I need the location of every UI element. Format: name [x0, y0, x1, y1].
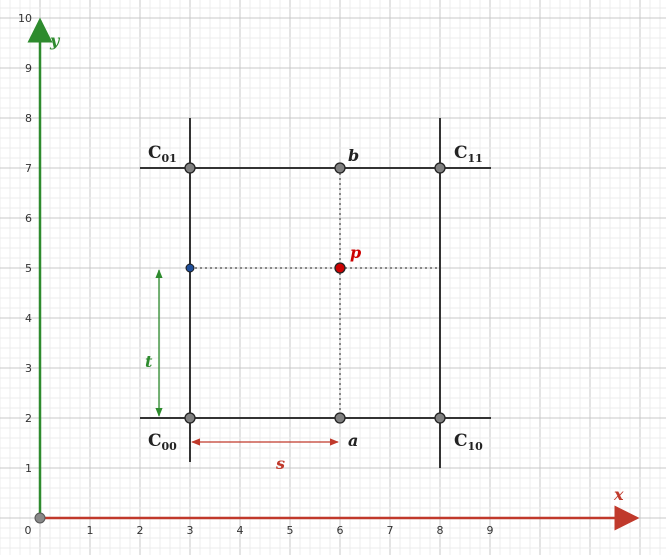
grid-lines-structure	[140, 118, 491, 468]
x-tick-label: 8	[437, 524, 444, 537]
interp-point-a	[334, 412, 346, 424]
x-axis-label: x	[613, 485, 624, 504]
x-tick-label: 4	[237, 524, 244, 537]
x-tick-label: 2	[137, 524, 144, 537]
x-tick-label: 0	[25, 524, 32, 537]
y-tick-label: 9	[25, 62, 32, 75]
y-tick-label: 5	[25, 262, 32, 275]
interp-point-b	[334, 162, 346, 174]
point-left	[185, 263, 195, 273]
point-p	[334, 262, 346, 274]
interp-label-b: b	[348, 146, 359, 165]
origin-point	[34, 512, 46, 524]
y-tick-label: 3	[25, 362, 32, 375]
labels: C00 C10 C01 C11 a b p	[148, 143, 483, 453]
y-tick-label: 2	[25, 412, 32, 425]
corner-label-c00: C00	[148, 431, 177, 453]
y-tick-label: 6	[25, 212, 32, 225]
x-tick-label: 1	[87, 524, 94, 537]
parameter-arrows: st	[145, 269, 339, 473]
y-tick-label: 10	[18, 12, 32, 25]
corner-point-c11	[434, 162, 446, 174]
t-label: t	[145, 352, 153, 371]
corner-point-c01	[184, 162, 196, 174]
x-tick-label: 6	[337, 524, 344, 537]
x-tick-label: 5	[287, 524, 294, 537]
corner-label-c10: C10	[454, 431, 483, 453]
corner-point-c00	[184, 412, 196, 424]
corner-label-c01: C01	[148, 143, 177, 165]
point-p-label: p	[350, 243, 361, 262]
interp-label-a: a	[348, 431, 358, 450]
y-tick-label: 7	[25, 162, 32, 175]
x-tick-label: 7	[387, 524, 394, 537]
x-tick-label: 9	[487, 524, 494, 537]
y-tick-label: 4	[25, 312, 32, 325]
corner-label-c11: C11	[454, 143, 483, 165]
y-tick-label: 8	[25, 112, 32, 125]
points	[34, 162, 446, 524]
s-label: s	[275, 454, 285, 473]
y-axis-label: y	[49, 31, 61, 50]
x-tick-label: 3	[187, 524, 194, 537]
corner-point-c10	[434, 412, 446, 424]
axes: 0 1 2 3 4 5 6 7 8 9 1 2 3 4 5 6 7 8 9 10 x y	[18, 12, 640, 537]
y-tick-label: 1	[25, 462, 32, 475]
